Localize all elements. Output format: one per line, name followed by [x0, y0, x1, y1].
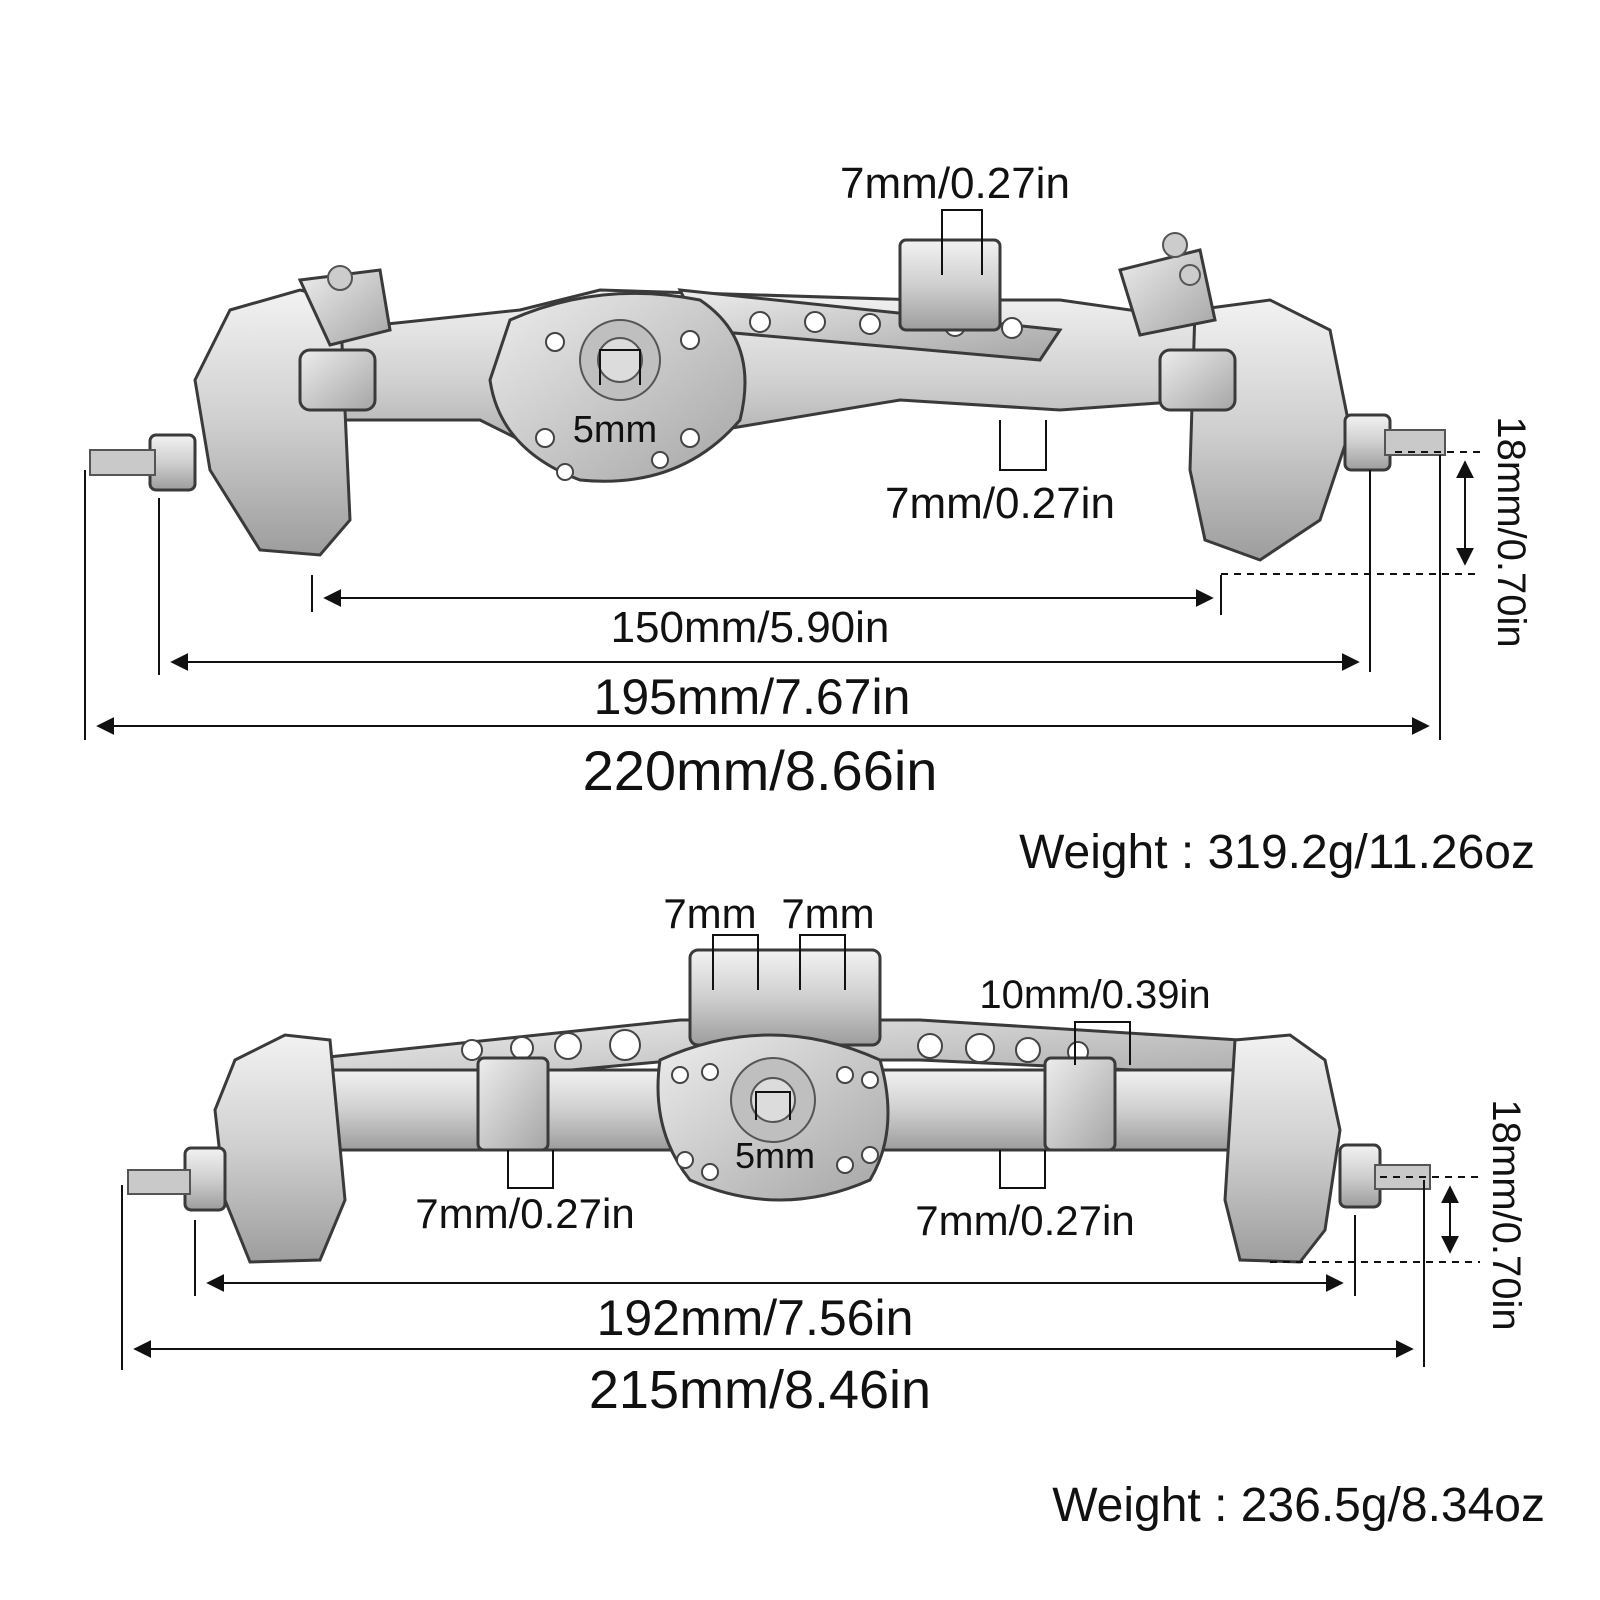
rear-top-left-label: 7mm — [663, 890, 756, 937]
front-weight-label: Weight : 319.2g/11.26oz — [1019, 826, 1535, 879]
front-center-label: 5mm — [573, 409, 657, 451]
rear-weight-label: Weight : 236.5g/8.34oz — [1052, 1479, 1545, 1532]
rear-width-outer-label: 215mm/8.46in — [589, 1360, 931, 1420]
rear-dimension-lines — [121, 934, 1480, 1370]
rear-right-link-label: 10mm/0.39in — [979, 973, 1210, 1017]
rear-center-label: 5mm — [735, 1135, 815, 1176]
front-dimension-lines — [84, 209, 1480, 740]
rear-axle-illustration — [127, 948, 1431, 1264]
rear-bottom-right-label: 7mm/0.27in — [915, 1197, 1134, 1244]
front-pinion-bottom-label: 7mm/0.27in — [885, 479, 1115, 528]
front-width-inner-label: 150mm/5.90in — [611, 603, 890, 652]
front-width-mid-label: 195mm/7.67in — [594, 669, 911, 725]
front-pinion-top-label: 7mm/0.27in — [840, 159, 1070, 208]
rear-top-right-label: 7mm — [781, 890, 874, 937]
front-axle-illustration — [89, 232, 1446, 562]
front-height-label: 18mm/0.70in — [1489, 416, 1533, 647]
rear-width-inner-label: 192mm/7.56in — [597, 1290, 914, 1346]
front-width-outer-label: 220mm/8.66in — [583, 739, 938, 802]
rear-height-label: 18mm/0.70in — [1484, 1099, 1528, 1330]
rear-bottom-left-label: 7mm/0.27in — [415, 1190, 634, 1237]
